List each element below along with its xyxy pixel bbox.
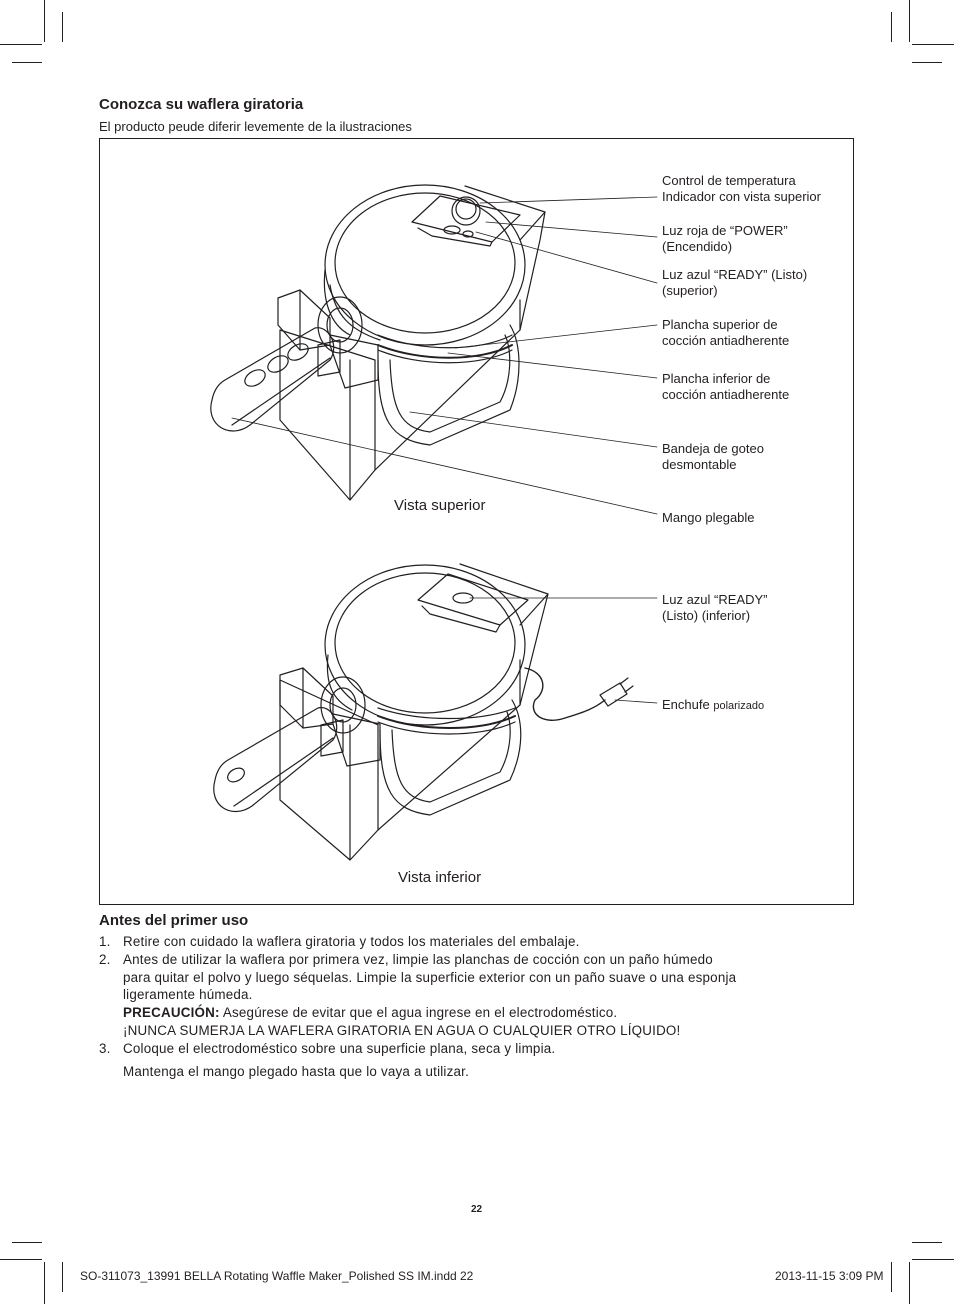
footer-date: 2013-11-15 3:09 PM [775,1269,884,1283]
crop-mark [912,44,954,45]
callout-polarized-plug: Enchufe polarizado [662,697,765,712]
crop-mark [12,1242,42,1243]
callout-ready-light-top: Luz azul “READY” (Listo)(superior) [662,267,808,298]
section-title: Antes del primer uso [99,912,249,929]
bottom-view-label: Vista inferior [398,869,482,886]
figure-frame [99,138,854,905]
caution-warning: ¡NUNCA SUMERJA LA WAFLERA GIRATORIA EN A… [123,1022,681,1038]
bottom-view-leader-lines [469,597,658,704]
crop-mark [44,0,45,42]
page-subtitle: El producto peude diferir levemente de l… [99,119,412,134]
crop-mark [62,1262,63,1292]
crop-mark [909,1262,910,1304]
crop-mark [912,1259,954,1260]
crop-mark [12,62,42,63]
top-view-label: Vista superior [394,497,486,514]
top-view-drawing [210,184,546,501]
bottom-view-drawing [213,563,634,861]
crop-mark [891,12,892,42]
page-title: Conozca su waflera giratoria [99,96,304,113]
page-number: 22 [471,1204,483,1215]
list-item: 3.Coloque el electrodoméstico sobre una … [99,1040,556,1056]
footer-filename: SO-311073_13991 BELLA Rotating Waffle Ma… [80,1269,474,1283]
callout-power-light: Luz roja de “POWER”(Encendido) [662,223,788,254]
instructions-list: 1.Retire con cuidado la waflera giratori… [99,933,859,1080]
callout-ready-light-bottom: Luz azul “READY”(Listo) (inferior) [662,592,768,623]
caution-note: PRECAUCIÓN: Asegúrese de evitar que el a… [123,1005,618,1021]
crop-mark [912,1242,942,1243]
crop-mark [44,1262,45,1304]
top-view-leader-lines [231,196,658,515]
list-item: 1.Retire con cuidado la waflera giratori… [99,934,580,949]
crop-mark [0,1259,42,1260]
crop-mark [891,1262,892,1292]
callout-folding-handle: Mango plegable [662,510,755,525]
list-item-note: Mantenga el mango plegado hasta que lo v… [123,1063,469,1079]
list-item: 2. Antes de utilizar la waflera por prim… [99,951,737,1003]
crop-mark [0,44,42,45]
crop-mark [909,0,910,42]
crop-mark [62,12,63,42]
crop-mark [912,62,942,63]
